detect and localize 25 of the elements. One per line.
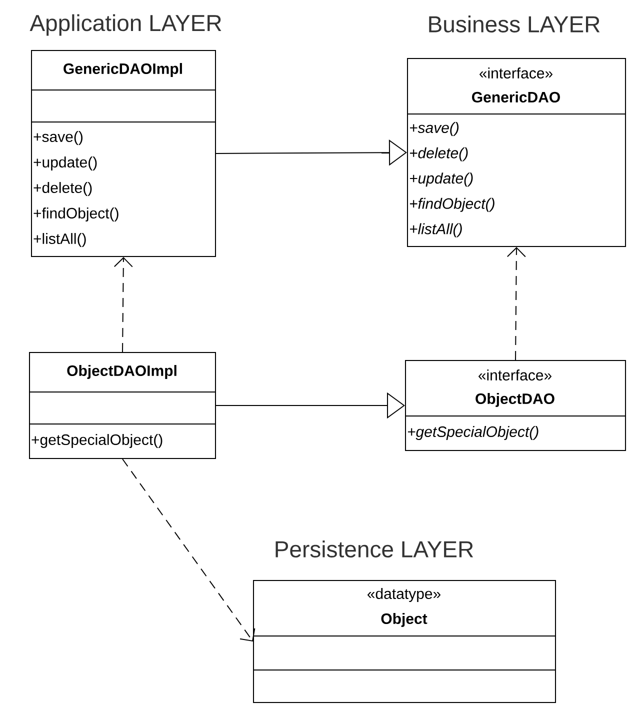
method-text: +save() xyxy=(34,131,82,145)
method-text: +delete() xyxy=(34,182,92,196)
method-text: +findObject() xyxy=(410,198,494,212)
method-text: +findObject() xyxy=(34,208,118,222)
method-text: +getSpecialObject() xyxy=(408,426,538,440)
class-name: GenericDAOImpl xyxy=(64,63,182,77)
layer-title: Persistence LAYER xyxy=(276,540,474,558)
method-text: +listAll() xyxy=(34,233,86,247)
method-text: +save() xyxy=(410,122,459,136)
method-text: +delete() xyxy=(410,147,468,162)
class-name: ObjectDAOImpl xyxy=(67,365,176,379)
class-name: ObjectDAO xyxy=(476,393,554,407)
stereotype-text: «interface» xyxy=(480,68,552,78)
class-name: GenericDAO xyxy=(472,92,560,102)
method-text: +update() xyxy=(410,172,473,187)
method-text: +listAll() xyxy=(410,223,462,238)
method-text: +getSpecialObject() xyxy=(32,434,162,448)
class-name: Object xyxy=(381,613,428,627)
arrow xyxy=(506,247,526,360)
method-text: +update() xyxy=(34,156,97,170)
stereotype-text: «interface» xyxy=(478,370,552,380)
arrow xyxy=(114,257,133,352)
arrow xyxy=(122,458,256,642)
layer-title: Business LAYER xyxy=(429,16,600,32)
stereotype-text: «datatype» xyxy=(368,588,440,602)
